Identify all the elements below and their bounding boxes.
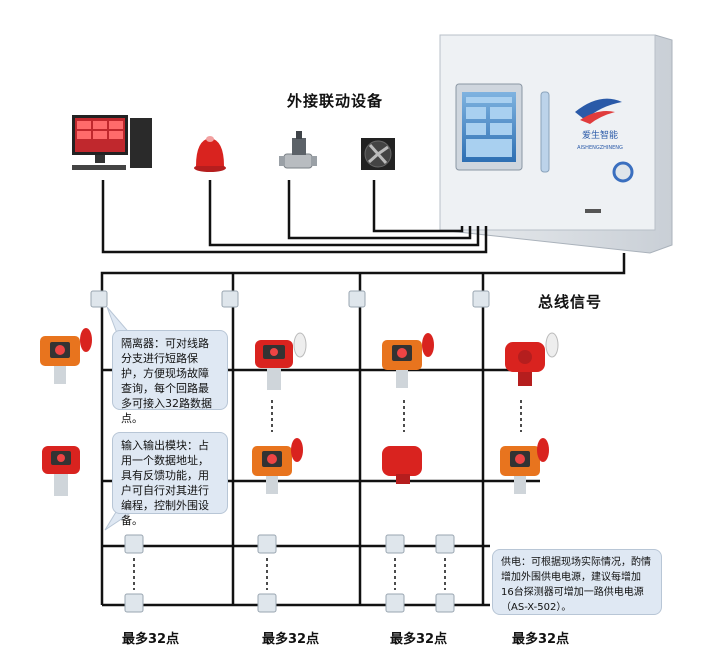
detector-orange-4 xyxy=(500,438,549,494)
detector-red-2 xyxy=(255,332,307,390)
external-devices-label: 外接联动设备 xyxy=(287,92,384,110)
detector-orange-1 xyxy=(40,328,92,384)
isolator-callout: 隔离器：可对线路分支进行短路保护，方便现场故障查询，每个回路最多可接入32路数据… xyxy=(112,330,228,425)
exhaust-fan-icon xyxy=(361,138,395,170)
detector-orange-2 xyxy=(252,438,303,494)
detector-red-4 xyxy=(505,332,559,386)
solenoid-valve-icon xyxy=(279,131,317,169)
bus-signal-label: 总线信号 xyxy=(538,293,603,311)
brand-name-cn: 爱生智能 xyxy=(582,129,618,141)
branch-count-4: 最多32点 xyxy=(512,632,570,647)
branch-count-2: 最多32点 xyxy=(262,632,320,647)
branch-count-3: 最多32点 xyxy=(390,632,448,647)
detector-orange-3 xyxy=(382,333,434,388)
pc-monitor-icon xyxy=(72,115,152,170)
power-supply-callout: 供电：可根据现场实际情况，酌情增加外围供电电源，建议每增加16台探测器可增加一路… xyxy=(492,549,662,615)
alarm-bell-icon xyxy=(194,136,226,172)
brand-name-en: AISHENGZHINENG xyxy=(577,145,623,151)
detector-red-1 xyxy=(42,446,80,496)
detector-red-3 xyxy=(382,446,422,484)
branch-count-1: 最多32点 xyxy=(122,632,180,647)
controller-cabinet: 爱生智能 AISHENGZHINENG xyxy=(439,34,673,254)
io-module-callout: 输入输出模块：占用一个数据地址，具有反馈功能，用户可自行对其进行编程，控制外围设… xyxy=(112,432,228,527)
